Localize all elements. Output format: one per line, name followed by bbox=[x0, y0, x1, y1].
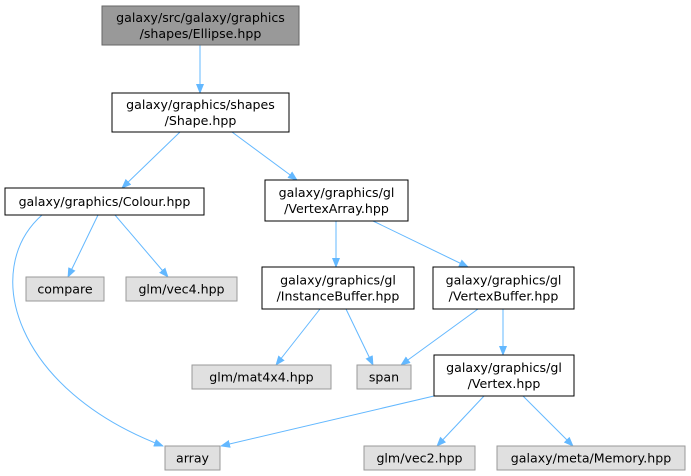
node-shape[interactable]: galaxy/graphics/shapes/Shape.hpp bbox=[111, 92, 290, 133]
node-box bbox=[432, 266, 575, 310]
node-label-line: galaxy/graphics/gl bbox=[280, 273, 396, 288]
node-box bbox=[4, 187, 205, 216]
nodes-layer: galaxy/src/galaxy/graphics/shapes/Ellips… bbox=[4, 5, 686, 471]
node-label-line: galaxy/graphics/shapes bbox=[126, 97, 275, 112]
node-box bbox=[125, 276, 238, 302]
node-label-line: galaxy/graphics/gl bbox=[446, 360, 562, 375]
node-label-line: /shapes/Ellipse.hpp bbox=[140, 26, 262, 41]
node-box bbox=[496, 445, 686, 471]
node-label-line: /Shape.hpp bbox=[165, 113, 237, 128]
edge-instancebuffer-to-mat4x4 bbox=[275, 308, 321, 366]
node-compare[interactable]: compare bbox=[25, 276, 105, 302]
node-box bbox=[363, 445, 476, 471]
node-label-line: /VertexBuffer.hpp bbox=[449, 289, 559, 304]
node-array[interactable]: array bbox=[164, 445, 221, 471]
edge-shape-to-vertexarray bbox=[231, 131, 298, 181]
node-label-line: galaxy/graphics/gl bbox=[446, 273, 562, 288]
edge-colour-to-vec4 bbox=[114, 214, 169, 278]
edge-shape-to-colour bbox=[121, 131, 181, 189]
node-vec2[interactable]: glm/vec2.hpp bbox=[363, 445, 476, 471]
node-label-line: /VertexArray.hpp bbox=[284, 201, 389, 216]
edge-vertex-to-memory bbox=[522, 395, 574, 447]
node-memory[interactable]: galaxy/meta/Memory.hpp bbox=[496, 445, 686, 471]
node-vec4[interactable]: glm/vec4.hpp bbox=[125, 276, 238, 302]
node-vertex[interactable]: galaxy/graphics/gl/Vertex.hpp bbox=[433, 354, 575, 397]
node-label-line: /Vertex.hpp bbox=[468, 376, 541, 391]
node-label-line: galaxy/src/galaxy/graphics bbox=[116, 10, 285, 25]
node-label-line: glm/vec4.hpp bbox=[138, 282, 224, 297]
node-box bbox=[261, 266, 415, 310]
node-instancebuffer[interactable]: galaxy/graphics/gl/InstanceBuffer.hpp bbox=[261, 266, 415, 310]
node-label-line: glm/mat4x4.hpp bbox=[209, 370, 313, 385]
node-colour[interactable]: galaxy/graphics/Colour.hpp bbox=[4, 187, 205, 216]
node-label-line: galaxy/graphics/gl bbox=[279, 185, 395, 200]
node-box bbox=[191, 364, 332, 390]
node-ellipse[interactable]: galaxy/src/galaxy/graphics/shapes/Ellips… bbox=[101, 5, 300, 46]
node-vertexbuffer[interactable]: galaxy/graphics/gl/VertexBuffer.hpp bbox=[432, 266, 575, 310]
node-label-line: galaxy/graphics/Colour.hpp bbox=[19, 194, 191, 209]
edge-instancebuffer-to-span bbox=[345, 308, 374, 366]
node-span[interactable]: span bbox=[356, 364, 412, 390]
node-label-line: galaxy/meta/Memory.hpp bbox=[511, 451, 671, 466]
edge-vertex-to-array bbox=[220, 395, 435, 448]
node-label-line: array bbox=[176, 451, 210, 466]
node-label-line: compare bbox=[37, 282, 93, 297]
node-vertexarray[interactable]: galaxy/graphics/gl/VertexArray.hpp bbox=[264, 179, 409, 222]
node-label-line: span bbox=[369, 370, 399, 385]
node-box bbox=[264, 179, 409, 222]
node-box bbox=[101, 5, 300, 46]
edge-vertexarray-to-vertexbuffer bbox=[372, 220, 469, 268]
edges-layer bbox=[12, 45, 574, 448]
edge-colour-to-array bbox=[12, 214, 164, 447]
node-box bbox=[433, 354, 575, 397]
node-box bbox=[356, 364, 412, 390]
edge-colour-to-compare bbox=[67, 214, 99, 278]
node-box bbox=[25, 276, 105, 302]
node-box bbox=[164, 445, 221, 471]
edge-vertexbuffer-to-span bbox=[400, 308, 479, 366]
edge-vertex-to-vec2 bbox=[436, 395, 485, 447]
node-mat4x4[interactable]: glm/mat4x4.hpp bbox=[191, 364, 332, 390]
node-label-line: /InstanceBuffer.hpp bbox=[277, 289, 400, 304]
node-label-line: glm/vec2.hpp bbox=[376, 451, 462, 466]
node-box bbox=[111, 92, 290, 133]
